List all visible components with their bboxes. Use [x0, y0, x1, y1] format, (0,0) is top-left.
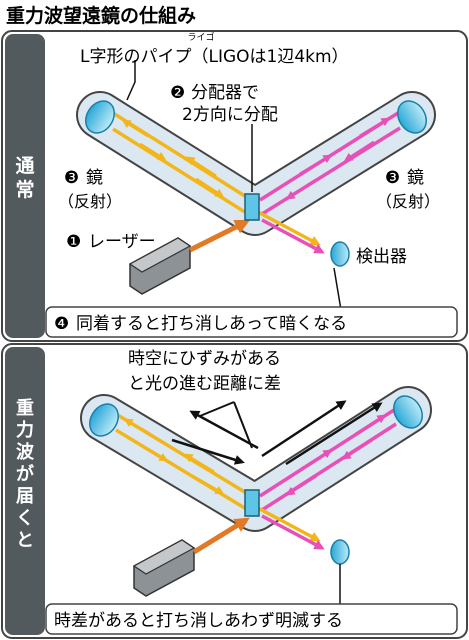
side-label-char: 重 — [16, 397, 34, 419]
page-title: 重力波望遠鏡の仕組み — [6, 4, 196, 27]
side-label-char: 波 — [16, 441, 35, 463]
arrow-icon — [141, 444, 169, 462]
arrow-icon — [139, 142, 167, 161]
arrow-icon — [189, 410, 259, 450]
laser-label: レーザー — [88, 232, 156, 252]
beam-yellow — [112, 127, 249, 216]
leader-line — [199, 401, 235, 417]
mirror-icon — [393, 395, 423, 429]
detector-icon — [330, 241, 350, 267]
beam-splitter-icon — [244, 193, 260, 221]
side-label-char: 力 — [16, 420, 34, 441]
caption-text: 時差があると打ち消しあわず明滅する — [54, 611, 343, 631]
mirror-icon — [85, 100, 115, 134]
mirror-sub: （反射） — [376, 192, 440, 211]
splitter-line: 2方向に分配 — [182, 105, 278, 125]
detector-label: 検出器 — [356, 247, 407, 267]
side-label-char: と — [16, 530, 34, 551]
arrow-icon — [171, 438, 245, 465]
ruby-text: ライゴ — [187, 31, 214, 43]
arrow-icon — [285, 474, 317, 496]
side-label-char: 届 — [16, 486, 34, 507]
panel-gravity-wave: 重 力 波 が 届 く と 時空にひずみがある と光の進む距 — [1, 343, 468, 639]
arrow-icon — [299, 154, 333, 176]
caption-box — [45, 603, 458, 635]
beam-yellow — [115, 428, 249, 512]
arrow-icon — [183, 453, 215, 474]
mirror-sub: （反射） — [58, 192, 122, 211]
side-label-char: 常 — [15, 178, 34, 201]
beam-pink — [261, 422, 397, 512]
laser-number: ❶ — [66, 232, 81, 252]
note-line: 時空にひずみがある — [128, 349, 281, 369]
beam-out-pink — [261, 514, 325, 550]
side-label-char: く — [16, 508, 34, 529]
arrow-icon — [185, 156, 217, 178]
arrow-icon — [285, 402, 383, 466]
splitter-number: ❷ — [170, 83, 185, 103]
laser-beam — [192, 517, 250, 555]
side-bar — [5, 347, 45, 635]
mirror-label: 鏡 — [407, 168, 424, 188]
leader-line — [126, 60, 136, 101]
laser-beam — [188, 219, 251, 253]
arrow-icon — [123, 418, 151, 436]
arrow-icon — [355, 414, 387, 436]
side-bar — [5, 34, 45, 338]
leader-line — [233, 401, 253, 449]
mirror-icon — [397, 100, 427, 134]
mirror-label: 鏡 — [86, 168, 103, 188]
side-label-char: 通 — [15, 155, 35, 177]
arrow-icon — [195, 177, 225, 198]
side-label-char: が — [16, 463, 34, 485]
arrow-icon — [359, 117, 391, 138]
mirror-number: ❸ — [64, 168, 79, 188]
arrow-icon — [285, 178, 317, 200]
beam-splitter-icon — [244, 489, 260, 517]
detector-icon — [330, 539, 350, 565]
arrow-icon — [343, 140, 375, 162]
mirror-number: ❸ — [385, 168, 400, 188]
pipe-label: L字形のパイプ（LIGOは1辺4km） — [80, 47, 349, 67]
note-line: と光の進む距離に差 — [128, 374, 281, 394]
arrow-icon — [195, 476, 225, 495]
arrow-icon — [261, 400, 347, 458]
caption-number: ❹ — [54, 314, 69, 334]
arrow-icon — [341, 438, 373, 460]
caption-text: 同着すると打ち消しあって暗くなる — [76, 314, 347, 334]
mirror-icon — [89, 403, 119, 437]
beam-pink — [261, 126, 401, 216]
caption-box — [45, 306, 458, 338]
beam-out-yellow — [257, 506, 321, 542]
splitter-line: 分配器で — [191, 83, 259, 103]
beam-out-pink — [261, 218, 325, 254]
arrow-icon — [121, 119, 149, 138]
arrow-icon — [299, 449, 333, 472]
beam-out-yellow — [257, 210, 321, 246]
panel-normal: 通 常 — [1, 30, 468, 342]
